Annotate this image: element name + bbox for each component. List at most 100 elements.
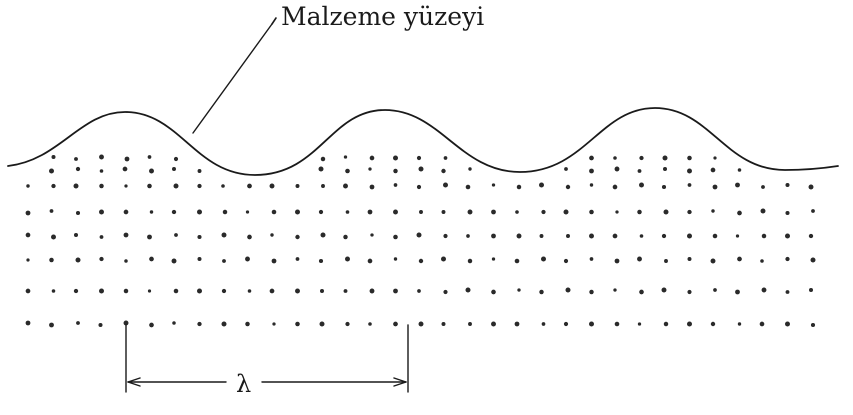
- wavelength-left-arrowhead: [127, 377, 141, 387]
- atom-dot: [49, 257, 54, 263]
- atom-dot: [565, 287, 571, 293]
- atom-dot: [73, 183, 79, 189]
- atom-dot: [785, 256, 790, 262]
- atom-dot: [369, 184, 375, 190]
- atom-dot: [147, 234, 152, 240]
- atom-dot: [345, 210, 350, 214]
- atom-dot: [369, 288, 375, 294]
- atom-dot: [417, 289, 421, 293]
- atom-dot: [491, 289, 496, 295]
- atom-dot: [761, 233, 767, 239]
- atom-dot: [711, 209, 715, 213]
- atom-dot: [295, 257, 300, 261]
- atom-dot: [393, 321, 398, 327]
- atom-dot: [637, 209, 642, 215]
- atom-dot: [147, 155, 152, 159]
- atom-dot: [197, 321, 202, 327]
- atom-dot: [271, 209, 277, 215]
- atom-dot: [393, 183, 398, 187]
- atom-dot: [541, 322, 546, 326]
- atom-dot: [320, 156, 326, 162]
- atom-dot: [245, 210, 250, 214]
- atom-dot: [321, 184, 325, 188]
- atom-dot: [663, 209, 669, 215]
- atom-dot: [810, 322, 816, 328]
- atom-dot: [443, 156, 448, 160]
- atom-dot: [25, 232, 31, 238]
- atom-dot: [663, 321, 669, 327]
- atom-dot: [99, 183, 104, 189]
- atom-dot: [759, 321, 765, 327]
- atom-dot: [197, 209, 202, 215]
- atom-lattice: [25, 154, 816, 328]
- atom-dot: [808, 184, 814, 190]
- atom-dot: [712, 233, 718, 239]
- atom-dot: [760, 259, 764, 263]
- atom-dot: [710, 167, 716, 173]
- atom-dot: [197, 256, 202, 262]
- atom-dot: [51, 289, 56, 293]
- atom-dot: [147, 289, 152, 293]
- atom-dot: [247, 234, 252, 240]
- atom-dot: [171, 258, 177, 264]
- atom-dot: [419, 210, 423, 214]
- atom-dot: [26, 184, 30, 188]
- atom-dot: [416, 184, 422, 190]
- atom-dot: [345, 256, 350, 262]
- wavelength-right-arrowhead: [393, 377, 407, 387]
- atom-dot: [272, 322, 276, 326]
- atom-dot: [687, 233, 692, 239]
- atom-dot: [149, 322, 154, 328]
- atom-dot: [491, 233, 496, 239]
- atom-dot: [589, 233, 594, 239]
- atom-dot: [441, 322, 446, 326]
- wavelength-symbol: λ: [236, 370, 251, 398]
- atom-dot: [687, 257, 692, 261]
- atom-dot: [75, 166, 81, 172]
- atom-dot: [270, 233, 274, 237]
- atom-dot: [662, 155, 668, 161]
- atom-dot: [147, 183, 152, 189]
- atom-dot: [172, 321, 176, 325]
- atom-dot: [516, 233, 522, 239]
- atom-dot: [25, 210, 31, 216]
- atom-dot: [393, 257, 398, 261]
- atom-dot: [197, 183, 202, 189]
- atom-dot: [687, 321, 692, 327]
- atom-dot: [465, 287, 471, 293]
- atom-dot: [589, 155, 594, 161]
- atom-dot: [612, 233, 618, 239]
- atom-dot: [318, 258, 324, 264]
- atom-dot: [589, 321, 594, 327]
- atom-dot: [197, 288, 202, 294]
- atom-dot: [99, 209, 104, 215]
- atom-dot: [295, 209, 300, 215]
- atom-dot: [368, 167, 372, 171]
- atom-dot: [25, 288, 31, 294]
- atom-dot: [73, 288, 79, 294]
- atom-dot: [491, 257, 496, 261]
- atom-dot: [760, 208, 766, 214]
- atom-dot: [809, 288, 813, 292]
- atom-dot: [51, 155, 56, 159]
- atom-dot: [173, 288, 179, 294]
- atom-dot: [517, 288, 521, 292]
- atom-dot: [687, 168, 692, 174]
- atom-dot: [393, 234, 398, 240]
- atom-dot: [712, 184, 718, 190]
- atom-dot: [320, 232, 326, 238]
- atom-dot: [541, 256, 546, 262]
- atom-dot: [197, 169, 202, 173]
- atom-dot: [687, 209, 692, 215]
- atom-dot: [637, 322, 642, 326]
- atom-dot: [345, 321, 350, 327]
- atom-dot: [810, 257, 816, 263]
- atom-dot: [491, 209, 496, 215]
- atom-dot: [247, 289, 252, 293]
- atom-dot: [149, 168, 154, 174]
- atom-dot: [710, 258, 716, 264]
- atom-dot: [467, 258, 473, 264]
- atom-dot: [565, 184, 571, 190]
- atom-dot: [99, 288, 104, 294]
- atom-dot: [320, 289, 324, 293]
